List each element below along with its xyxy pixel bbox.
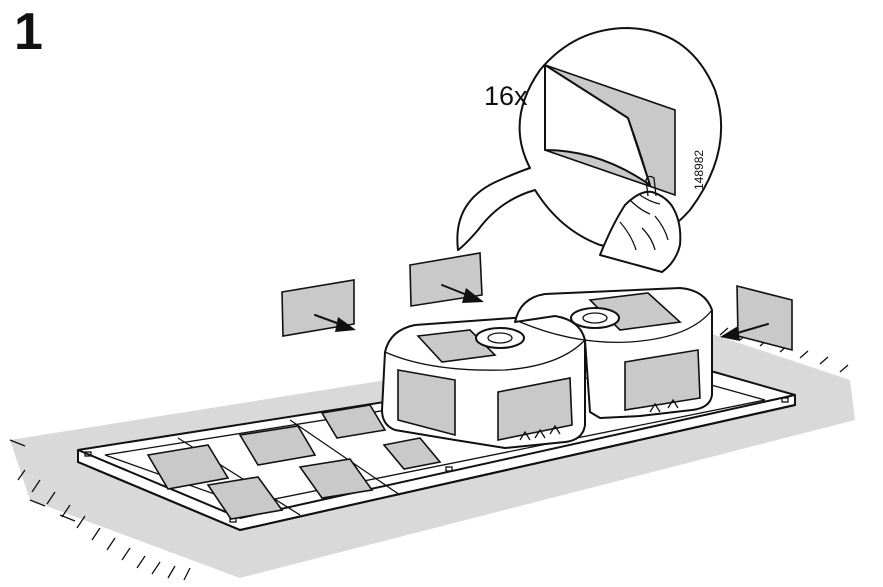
frame-holes [84, 397, 789, 523]
step-number: 1 [14, 3, 43, 61]
sink-bowl-left [381, 314, 586, 449]
part-number: 148982 [692, 150, 706, 190]
sink-bowl-right [514, 287, 713, 419]
arrow-icon [720, 323, 769, 341]
arrow-icon [441, 284, 484, 303]
hand-icon [599, 175, 682, 273]
arrow-icon [314, 314, 356, 332]
frame-pads [146, 404, 442, 520]
quantity-label: 16x [484, 81, 528, 111]
adhesive-pad-3 [736, 284, 793, 352]
adhesive-pad-icon [544, 63, 676, 197]
detail-callout: 16x 148982 [456, 27, 723, 273]
